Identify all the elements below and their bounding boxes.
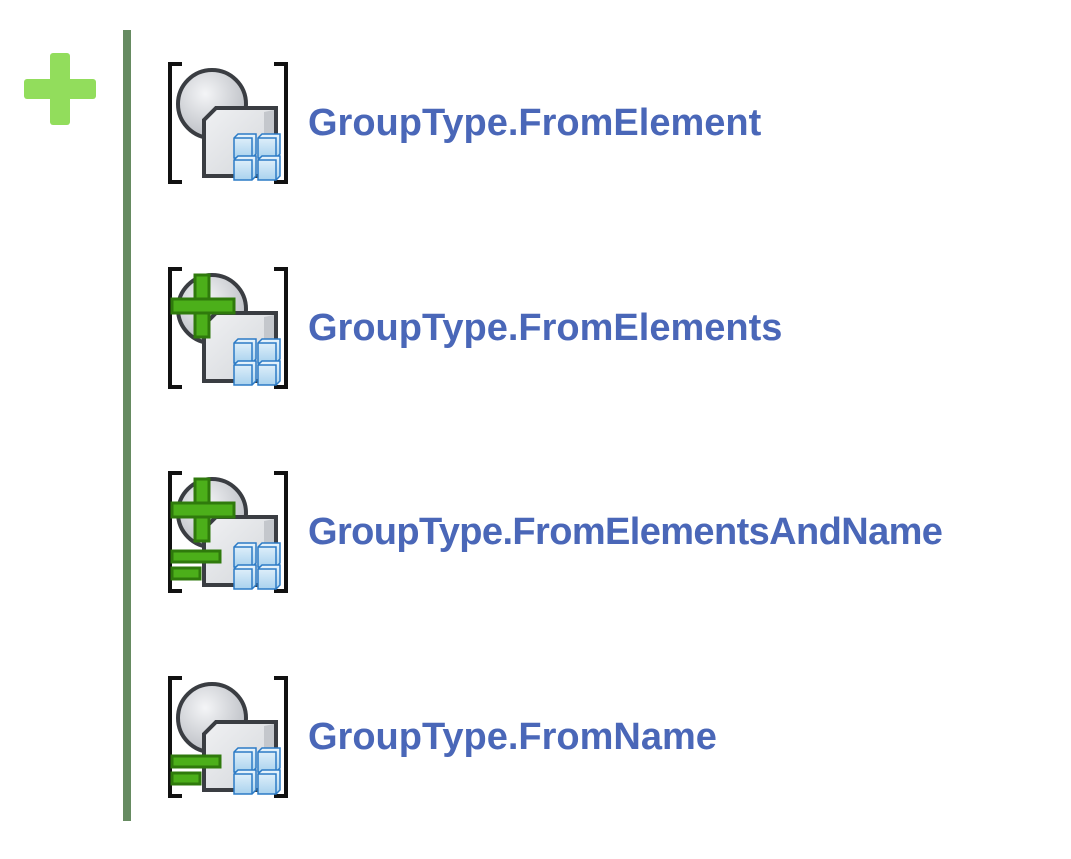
- item-label: GroupType.FromElementsAndName: [308, 510, 943, 553]
- vertical-divider: [123, 30, 131, 821]
- item-label: GroupType.FromName: [308, 715, 717, 758]
- plus-icon-vertical: [50, 53, 70, 125]
- list-item-from-name[interactable]: GroupType.FromName: [164, 674, 717, 800]
- list-item-from-elements-and-name[interactable]: GroupType.FromElementsAndName: [164, 469, 943, 595]
- group-from-elements-icon: [164, 265, 292, 391]
- list-item-from-elements[interactable]: GroupType.FromElements: [164, 265, 782, 391]
- list-item-from-element[interactable]: GroupType.FromElement: [164, 60, 761, 186]
- item-label: GroupType.FromElements: [308, 306, 783, 349]
- group-from-name-icon: [164, 674, 292, 800]
- item-label: GroupType.FromElement: [308, 101, 762, 144]
- group-from-element-icon: [164, 60, 292, 186]
- group-from-elements-and-name-icon: [164, 469, 292, 595]
- add-plus-icon[interactable]: [24, 53, 96, 125]
